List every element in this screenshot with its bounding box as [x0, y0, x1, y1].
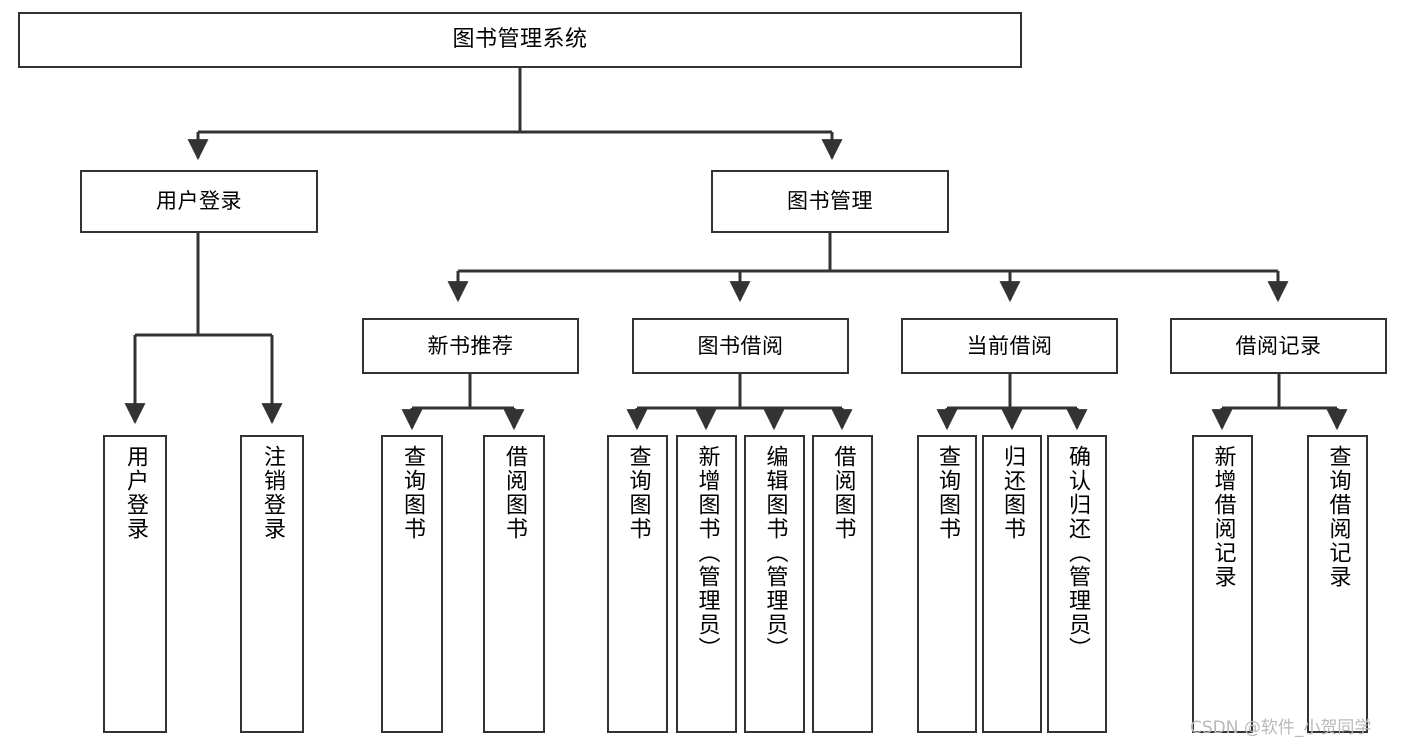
- node-book-management[interactable]: 图书管理: [711, 170, 949, 233]
- node-label: 图书管理系统: [452, 27, 588, 53]
- leaf-current-return-book[interactable]: 归还图书: [982, 435, 1042, 733]
- leaf-borrow-borrow-book[interactable]: 借阅图书: [812, 435, 873, 733]
- node-label: 借阅图书: [830, 445, 856, 541]
- leaf-current-confirm-return-admin[interactable]: 确认归还（管理员）: [1047, 435, 1107, 733]
- node-label: 图书管理: [787, 189, 873, 214]
- node-label: 确认归还（管理员）: [1065, 445, 1090, 661]
- node-label: 当前借阅: [966, 333, 1053, 358]
- node-label: 用户登录: [123, 445, 148, 541]
- node-label: 新书推荐: [427, 333, 514, 358]
- leaf-recommend-borrow-book[interactable]: 借阅图书: [483, 435, 545, 733]
- leaf-borrow-query-book[interactable]: 查询图书: [607, 435, 668, 733]
- leaf-recommend-query-book[interactable]: 查询图书: [381, 435, 443, 733]
- node-label: 归还图书: [1000, 445, 1025, 541]
- node-borrow-record[interactable]: 借阅记录: [1170, 318, 1387, 374]
- leaf-record-add-record[interactable]: 新增借阅记录: [1192, 435, 1253, 733]
- node-label: 新增借阅记录: [1210, 445, 1236, 589]
- leaf-record-query-record[interactable]: 查询借阅记录: [1307, 435, 1368, 733]
- node-label: 注销登录: [260, 445, 285, 541]
- leaf-borrow-add-book-admin[interactable]: 新增图书（管理员）: [676, 435, 737, 733]
- node-root-system[interactable]: 图书管理系统: [18, 12, 1022, 68]
- leaf-user-login-login[interactable]: 用户登录: [103, 435, 167, 733]
- node-label: 查询图书: [935, 445, 960, 541]
- leaf-current-query-book[interactable]: 查询图书: [917, 435, 977, 733]
- node-current-borrow[interactable]: 当前借阅: [901, 318, 1118, 374]
- node-label: 借阅记录: [1235, 333, 1322, 358]
- node-label: 图书借阅: [697, 333, 784, 358]
- node-user-login[interactable]: 用户登录: [80, 170, 318, 233]
- watermark-text: CSDN @软件_小贺同学: [1190, 718, 1372, 738]
- node-label: 借阅图书: [502, 445, 527, 541]
- node-book-borrow[interactable]: 图书借阅: [632, 318, 849, 374]
- leaf-user-login-logout[interactable]: 注销登录: [240, 435, 304, 733]
- node-label: 用户登录: [156, 189, 242, 214]
- node-label: 编辑图书（管理员）: [762, 445, 788, 661]
- node-label: 查询借阅记录: [1325, 445, 1351, 589]
- node-label: 查询图书: [400, 445, 425, 541]
- node-new-book-recommend[interactable]: 新书推荐: [362, 318, 579, 374]
- node-label: 查询图书: [625, 445, 651, 541]
- leaf-borrow-edit-book-admin[interactable]: 编辑图书（管理员）: [744, 435, 805, 733]
- node-label: 新增图书（管理员）: [694, 445, 720, 661]
